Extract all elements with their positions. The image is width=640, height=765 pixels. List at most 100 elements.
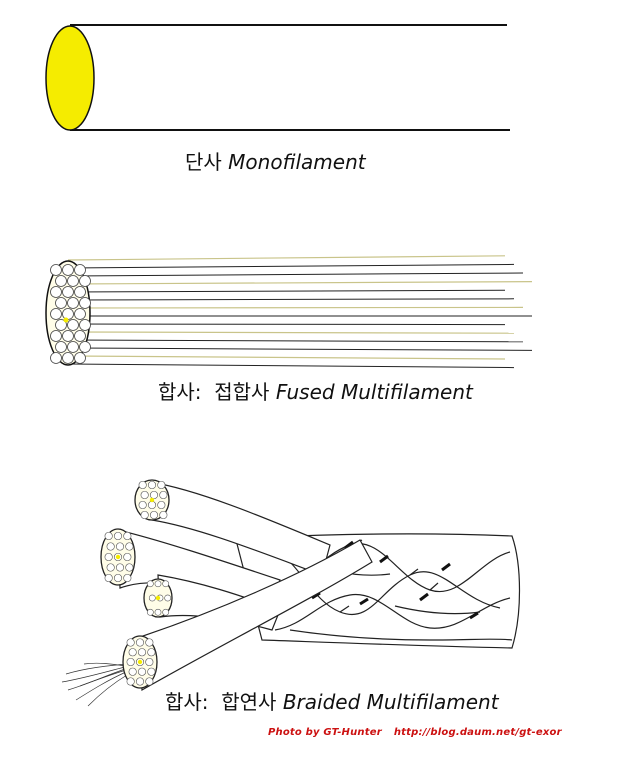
fused-filament-cell bbox=[55, 341, 67, 353]
fused-filament-cell bbox=[62, 352, 74, 364]
strand-filament-cell bbox=[128, 648, 137, 657]
monofilament-cross-section bbox=[45, 25, 95, 131]
fused-multifilament-illustration bbox=[45, 255, 533, 369]
strand-filament-cell bbox=[149, 510, 159, 520]
strand-filament-cell bbox=[146, 580, 154, 588]
strand-filament-cell bbox=[137, 648, 147, 657]
fused-filament-cell bbox=[74, 352, 86, 364]
fused-filament-line bbox=[67, 323, 506, 326]
fused-filament-cell bbox=[67, 319, 79, 331]
strand-filament-cell bbox=[104, 531, 113, 541]
strand-filament-cell bbox=[147, 500, 157, 510]
fused-filament-cell bbox=[74, 308, 86, 320]
fused-caption-korean: 합사: 접합사 bbox=[158, 380, 270, 404]
strand-cross-sections bbox=[100, 479, 173, 689]
fused-filament-cell bbox=[67, 341, 79, 353]
strand-filament-cell bbox=[126, 638, 135, 647]
strand-filament-cell bbox=[159, 510, 168, 520]
braided-caption-english: Braided Multifilament bbox=[282, 690, 499, 714]
fused-filament-line bbox=[67, 289, 506, 293]
fused-filament-cell bbox=[62, 264, 74, 276]
strand-filament-cell bbox=[140, 510, 149, 520]
strand-filament-cell bbox=[106, 542, 115, 551]
strand-filament-cell bbox=[126, 677, 135, 686]
fused-filament-cell bbox=[50, 308, 62, 320]
fused-filament-cell bbox=[62, 286, 74, 298]
strand-filament-cell bbox=[113, 531, 123, 541]
fused-filament-line bbox=[67, 272, 524, 277]
strand-filament-cell bbox=[106, 563, 115, 572]
strand-filament-cell bbox=[140, 490, 149, 500]
monofilament-caption-english: Monofilament bbox=[228, 150, 366, 174]
strand-filament-cell bbox=[164, 594, 172, 602]
fused-filament-cell bbox=[74, 330, 86, 342]
strand-filament-cell bbox=[123, 573, 132, 583]
fused-filament-line bbox=[67, 255, 506, 261]
strand-filament-cell bbox=[135, 638, 145, 647]
strand-core-accent bbox=[149, 497, 155, 503]
strand-filament-cell bbox=[126, 657, 135, 667]
fused-filament-lines bbox=[67, 255, 533, 369]
fused-core-accent bbox=[63, 317, 69, 323]
strand-filament-cell bbox=[162, 608, 170, 616]
fused-caption: 합사: 접합사 Fused Multifilament bbox=[158, 376, 473, 405]
monofilament-illustration bbox=[45, 24, 510, 131]
strand-filament-cell bbox=[113, 573, 123, 583]
strand-filament-cell bbox=[146, 608, 154, 616]
fused-filament-line bbox=[67, 306, 524, 309]
strand-filament-cell bbox=[115, 563, 125, 572]
strand-filament-cell bbox=[147, 667, 156, 676]
credit-url[interactable]: http://blog.daum.net/gt-exor bbox=[393, 727, 562, 738]
strand-filament-cell bbox=[123, 552, 132, 562]
strand-4-tube bbox=[139, 539, 373, 692]
strand-filament-cell bbox=[125, 563, 134, 572]
strand-filament-cell bbox=[147, 480, 157, 490]
strand-filament-cell bbox=[145, 677, 154, 686]
fused-filament-cell bbox=[74, 286, 86, 298]
strand-filament-cell bbox=[138, 480, 147, 490]
strand-core-accent bbox=[115, 554, 121, 560]
strand-filament-cell bbox=[145, 638, 154, 647]
monofilament-caption-korean: 단사 bbox=[185, 150, 222, 174]
fused-cross-section-filaments bbox=[50, 264, 91, 364]
fused-filament-cell bbox=[62, 308, 74, 320]
fused-filament-cell bbox=[62, 330, 74, 342]
strand-filament-cell bbox=[149, 490, 159, 500]
fused-filament-cell bbox=[74, 264, 86, 276]
fused-filament-cell bbox=[50, 352, 62, 364]
strand-filament-cell bbox=[154, 608, 162, 616]
strand-filament-cell bbox=[104, 552, 113, 562]
fused-caption-english: Fused Multifilament bbox=[275, 380, 473, 404]
strand-filament-cell bbox=[125, 542, 134, 551]
strand-filament-cell bbox=[154, 580, 162, 588]
fused-filament-cell bbox=[67, 297, 79, 309]
fused-filament-line bbox=[67, 339, 524, 343]
strand-filament-cell bbox=[145, 657, 154, 667]
fused-filament-line bbox=[67, 347, 533, 351]
strand-filament-cell bbox=[138, 500, 147, 510]
strand-filament-cell bbox=[148, 594, 156, 602]
fused-filament-cell bbox=[55, 275, 67, 287]
frayed-fibers bbox=[61, 662, 128, 707]
fused-filament-cell bbox=[55, 297, 67, 309]
fused-filament-cell bbox=[50, 264, 62, 276]
fused-filament-cell bbox=[50, 286, 62, 298]
fused-filament-line bbox=[67, 281, 533, 285]
strand-filament-cell bbox=[115, 542, 125, 551]
fused-filament-cell bbox=[50, 330, 62, 342]
fused-filament-line bbox=[67, 363, 515, 369]
strand-filament-cell bbox=[135, 677, 145, 686]
fused-filament-line bbox=[67, 331, 515, 334]
monofilament-caption: 단사 Monofilament bbox=[185, 146, 366, 175]
braided-caption-korean: 합사: 합연사 bbox=[165, 690, 277, 714]
credit-author: Photo by GT-Hunter bbox=[268, 727, 382, 738]
strand-core-accent bbox=[137, 659, 143, 665]
fused-filament-cell bbox=[67, 275, 79, 287]
strand-filament-cell bbox=[162, 580, 170, 588]
photo-credit: Photo by GT-Hunter http://blog.daum.net/g… bbox=[268, 727, 562, 738]
fused-filament-cell bbox=[79, 297, 91, 309]
fused-filament-cell bbox=[79, 275, 91, 287]
fused-filament-line bbox=[67, 355, 506, 360]
fused-filament-cell bbox=[79, 341, 91, 353]
